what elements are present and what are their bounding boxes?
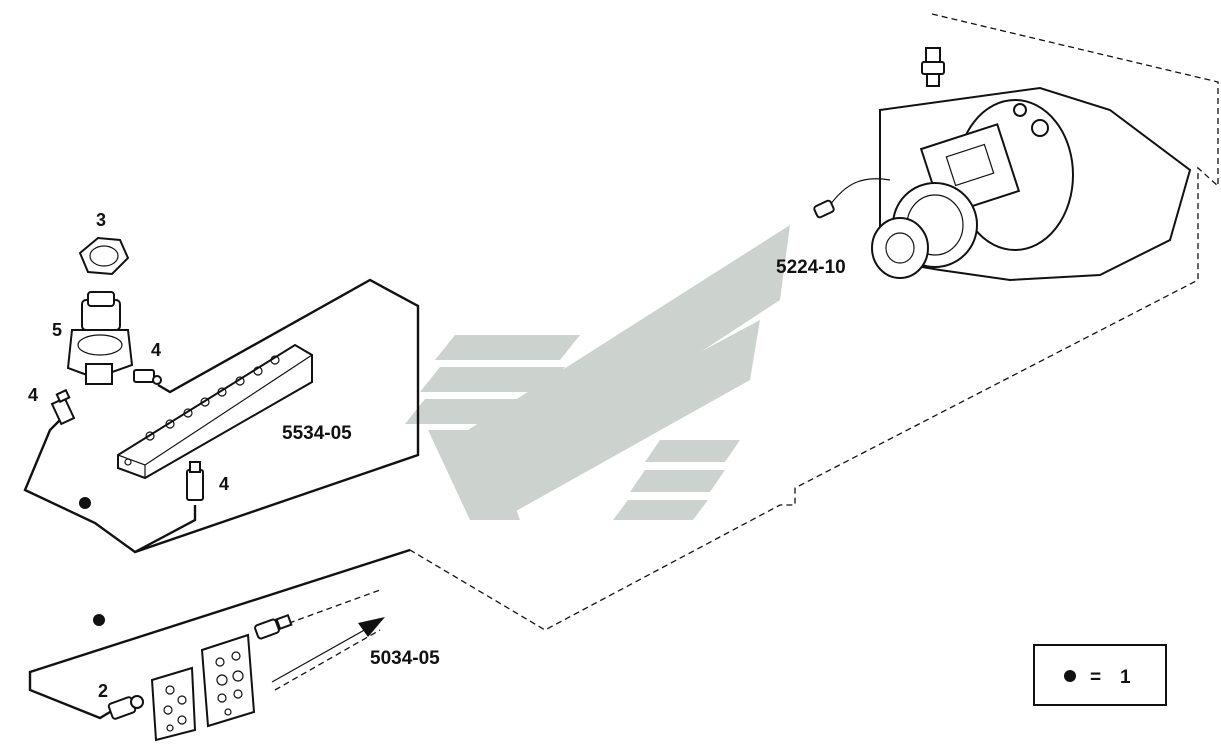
- label-part-4-b: 4: [151, 340, 161, 360]
- label-part-4-c: 4: [219, 474, 229, 494]
- label-group-5534: 5534-05: [282, 423, 352, 444]
- gearbox-assembly: [813, 86, 1192, 282]
- quantity-dot-2: [93, 614, 105, 626]
- valve-plate-large: [200, 633, 256, 728]
- label-group-5224: 5224-10: [776, 257, 846, 278]
- quantity-dot-1: [79, 497, 91, 509]
- label-part-2: 2: [98, 681, 108, 701]
- legend-value: 1: [1120, 667, 1131, 688]
- legend-equals: =: [1090, 667, 1101, 688]
- label-part-4-a: 4: [28, 385, 38, 405]
- valve-part-5: [66, 291, 134, 385]
- watermark-logo: [405, 225, 790, 520]
- pipe-lines: [23, 278, 420, 720]
- nut-part-3: [78, 236, 130, 276]
- plate-fitting: [254, 613, 293, 640]
- manifold-block: [117, 343, 313, 480]
- dashed-boundary: [29, 13, 1219, 691]
- fitting-part-4-a: [50, 388, 76, 426]
- label-group-5034: 5034-05: [370, 648, 440, 669]
- fitting-part-4-b: [133, 369, 162, 385]
- legend-dot: [1064, 670, 1076, 682]
- direction-arrow: [271, 617, 385, 683]
- label-part-5: 5: [52, 320, 62, 340]
- label-part-3: 3: [96, 210, 106, 230]
- valve-plate-small: [150, 666, 197, 742]
- top-fitting: [921, 47, 945, 87]
- quantity-legend: = 1: [1033, 644, 1167, 706]
- fitting-part-4-c: [186, 461, 204, 501]
- fitting-part-2: [107, 695, 144, 720]
